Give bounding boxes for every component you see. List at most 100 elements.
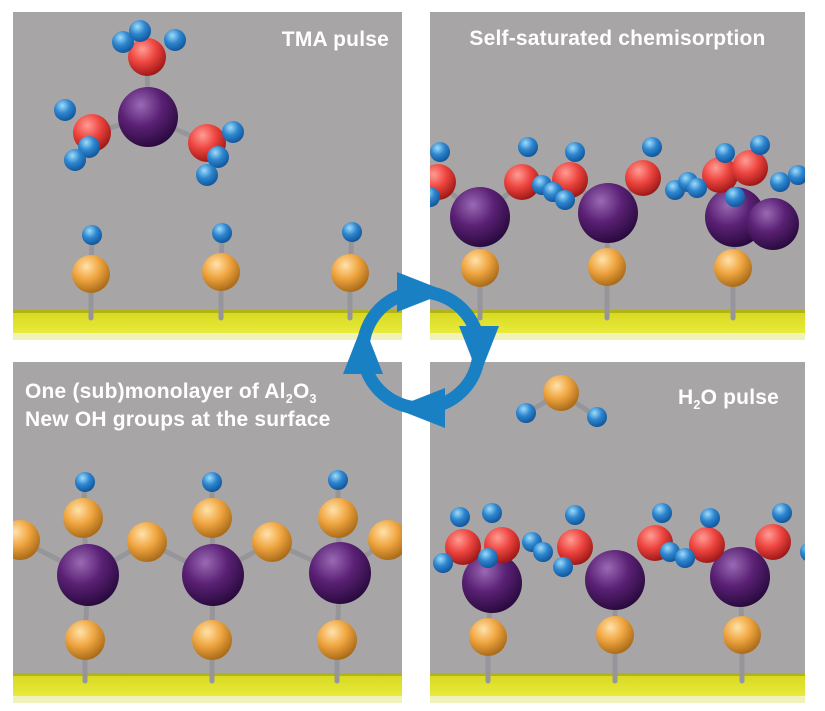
hydrogen-atom	[82, 225, 102, 245]
substrate-pale-edge	[430, 333, 805, 340]
hydrogen-atom	[660, 542, 680, 562]
hydrogen-atom	[700, 508, 720, 528]
label-text: H	[677, 386, 694, 409]
aluminum-atom	[450, 187, 510, 247]
hydrogen-atom	[642, 137, 662, 157]
methyl-carbon-atom	[445, 529, 481, 565]
aluminum-atom	[585, 550, 645, 610]
hydrogen-atom	[565, 142, 585, 162]
oxygen-atom	[317, 620, 357, 660]
aluminum-atom	[182, 544, 244, 606]
hydrogen-atom	[430, 187, 440, 207]
hydrogen-atom	[715, 143, 735, 163]
oxygen-atom	[469, 618, 507, 656]
hydrogen-atom	[516, 403, 536, 423]
hydrogen-atom	[430, 142, 450, 162]
hydrogen-atom	[328, 470, 348, 490]
label-subscript: 3	[309, 392, 317, 407]
panel-title-h2o-pulse: H2O pulse	[677, 386, 779, 411]
hydrogen-atom	[587, 407, 607, 427]
substrate-pale-edge	[430, 696, 805, 703]
hydrogen-atom	[553, 557, 573, 577]
hydrogen-atom	[64, 149, 86, 171]
hydrogen-atom	[212, 223, 232, 243]
panel-title-tma-pulse: TMA pulse	[282, 28, 389, 52]
oxygen-atom	[318, 498, 358, 538]
label-text: O pulse	[700, 386, 779, 409]
hydrogen-atom	[482, 503, 502, 523]
oxygen-atom	[543, 375, 579, 411]
hydrogen-atom	[518, 137, 538, 157]
monolayer-scene	[13, 362, 402, 703]
hydrogen-atom	[533, 542, 553, 562]
methyl-carbon-atom	[557, 529, 593, 565]
hydrogen-atom	[652, 503, 672, 523]
methyl-carbon-atom	[504, 164, 540, 200]
methyl-carbon-atom	[128, 38, 166, 76]
label-subscript: 2	[285, 392, 293, 407]
cycle-arrowhead-bottom	[394, 388, 445, 428]
oxygen-atom	[192, 498, 232, 538]
hydrogen-atom	[770, 172, 790, 192]
oxygen-atom	[714, 249, 752, 287]
substrate-layer	[430, 676, 805, 696]
ald-cycle-arrows-icon	[343, 272, 499, 428]
panel-h2o-pulse: H2O pulse	[430, 362, 805, 703]
aluminum-atom	[309, 542, 371, 604]
aluminum-atom	[118, 87, 178, 147]
oxygen-atom	[63, 498, 103, 538]
hydrogen-atom	[196, 164, 218, 186]
hydrogen-atom	[687, 178, 707, 198]
h2o-pulse-scene	[430, 362, 805, 703]
substrate-edge	[13, 673, 402, 676]
methyl-carbon-atom	[702, 157, 738, 193]
cycle-arrowhead-top	[397, 272, 448, 312]
panel-title-chemisorption: Self-saturated chemisorption	[430, 27, 805, 51]
hydrogen-atom	[478, 548, 498, 568]
substrate-pale-edge	[13, 333, 402, 340]
hydrogen-atom	[222, 121, 244, 143]
label-text: TMA pulse	[281, 28, 389, 51]
hydrogen-atom	[342, 222, 362, 242]
methyl-carbon-atom	[625, 160, 661, 196]
label-text: One (sub)monolayer of Al	[25, 380, 286, 403]
panel-title-monolayer: One (sub)monolayer of Al2O3 New OH group…	[25, 378, 331, 433]
substrate-edge	[430, 310, 805, 313]
cycle-arrowhead-right	[459, 326, 499, 377]
oxygen-atom	[252, 522, 292, 562]
aluminum-atom	[747, 198, 799, 250]
aluminum-atom	[57, 544, 119, 606]
hydrogen-atom	[129, 20, 151, 42]
hydrogen-atom	[164, 29, 186, 51]
substrate-layer	[13, 676, 402, 696]
oxygen-atom	[192, 620, 232, 660]
cycle-ring	[356, 285, 486, 415]
hydrogen-atom	[202, 472, 222, 492]
aluminum-atom	[710, 547, 770, 607]
hydrogen-atom	[800, 543, 805, 561]
hydrogen-atom	[555, 190, 575, 210]
hydrogen-atom	[54, 99, 76, 121]
panel-tma-pulse: TMA pulse	[13, 12, 402, 340]
hydrogen-atom	[433, 553, 453, 573]
oxygen-atom	[127, 522, 167, 562]
hydrogen-atom	[675, 548, 695, 568]
oxygen-atom	[65, 620, 105, 660]
hydrogen-atom	[772, 503, 792, 523]
hydrogen-atom	[725, 187, 745, 207]
oxygen-atom	[331, 254, 369, 292]
substrate-layer	[13, 313, 402, 333]
label-text: O	[292, 380, 310, 403]
hydrogen-atom	[78, 136, 100, 158]
hydrogen-atom	[788, 165, 805, 185]
oxygen-atom	[461, 249, 499, 287]
panel-chemisorption: Self-saturated chemisorption	[430, 12, 805, 340]
methyl-carbon-atom	[755, 524, 791, 560]
oxygen-atom	[202, 253, 240, 291]
oxygen-atom	[588, 248, 626, 286]
oxygen-atom	[723, 616, 761, 654]
oxygen-atom	[368, 520, 402, 560]
methyl-carbon-atom	[732, 150, 768, 186]
hydrogen-atom	[565, 505, 585, 525]
aluminum-atom	[578, 183, 638, 243]
